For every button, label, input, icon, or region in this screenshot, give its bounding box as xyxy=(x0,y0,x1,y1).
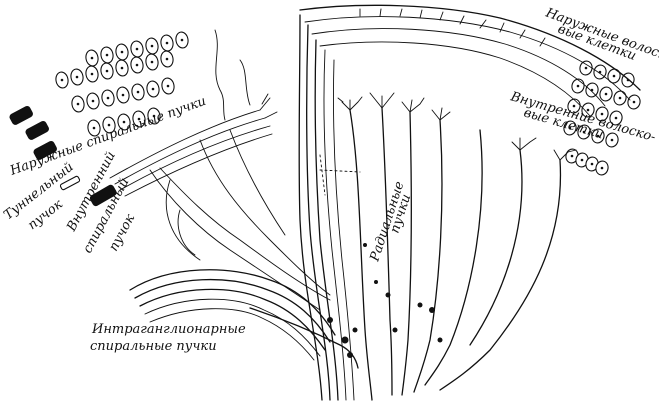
hair-cell-nucleus xyxy=(604,92,608,96)
radial-bundles xyxy=(337,92,577,401)
hair-cell-nucleus xyxy=(151,87,155,91)
hair-cell-nucleus xyxy=(580,158,584,162)
hair-cell-nucleus xyxy=(90,72,94,76)
hair-cell-nucleus xyxy=(166,84,170,88)
hair-cell-nucleus xyxy=(614,116,618,120)
hair-cell-nucleus xyxy=(150,44,154,48)
membrane-arcs xyxy=(299,4,641,117)
hair-cell-nucleus xyxy=(90,56,94,60)
label-intraganglionic-2: спиральные пучки xyxy=(90,339,217,354)
hair-cell-nucleus xyxy=(135,63,139,67)
hair-cell-nucleus xyxy=(122,120,126,124)
hair-cell-nucleus xyxy=(165,41,169,45)
hair-cell-nucleus xyxy=(135,47,139,51)
ganglion-dots xyxy=(327,243,443,358)
hair-cell-nucleus xyxy=(136,90,140,94)
hair-cell-nucleus xyxy=(165,57,169,61)
hair-cell-nucleus xyxy=(576,84,580,88)
dark-cells-left xyxy=(9,105,117,207)
hair-cell-nucleus xyxy=(92,126,96,130)
hair-cell-nucleus xyxy=(75,75,79,79)
hair-cell-rows-right xyxy=(563,60,641,176)
outer-spiral-bundle-lines xyxy=(109,29,278,197)
hair-cell-nucleus xyxy=(91,99,95,103)
hair-cell-nucleus xyxy=(105,69,109,73)
hair-cell-nucleus xyxy=(584,66,588,70)
hair-cell-nucleus xyxy=(106,96,110,100)
hair-cell-nucleus xyxy=(586,108,590,112)
hair-cell-nucleus xyxy=(152,114,156,118)
hair-cell-nucleus xyxy=(76,102,80,106)
radial-leader-line xyxy=(319,169,361,173)
hair-cell-nucleus xyxy=(600,166,604,170)
hair-cell-nucleus xyxy=(120,66,124,70)
hair-cell-nucleus xyxy=(120,50,124,54)
hair-cell-nucleus xyxy=(632,100,636,104)
hair-cell-nucleus xyxy=(105,53,109,57)
hair-cell-nucleus xyxy=(582,130,586,134)
label-intraganglionic-1: Интраганглионарные xyxy=(91,322,246,337)
hair-cell-nucleus xyxy=(180,38,184,42)
intraganglionic-spiral-bundles xyxy=(129,269,359,369)
hair-cell-nucleus xyxy=(570,154,574,158)
hair-cell-nucleus xyxy=(568,126,572,130)
hair-cell-nucleus xyxy=(572,104,576,108)
hair-cell-nucleus xyxy=(612,74,616,78)
hair-cell-nucleus xyxy=(60,78,64,82)
hair-cell-nucleus xyxy=(121,93,125,97)
hair-cell-nucleus xyxy=(610,138,614,142)
inner-bundle-paths xyxy=(149,129,331,311)
hair-cell-nucleus xyxy=(150,60,154,64)
hair-cell-nucleus xyxy=(600,112,604,116)
hair-cell-nucleus xyxy=(596,134,600,138)
hair-cell-nucleus xyxy=(107,123,111,127)
outer-hair-cell-rows-left xyxy=(55,31,189,137)
hair-cell-nucleus xyxy=(137,117,141,121)
hair-cell-nucleus xyxy=(618,96,622,100)
hair-cell-nucleus xyxy=(590,162,594,166)
